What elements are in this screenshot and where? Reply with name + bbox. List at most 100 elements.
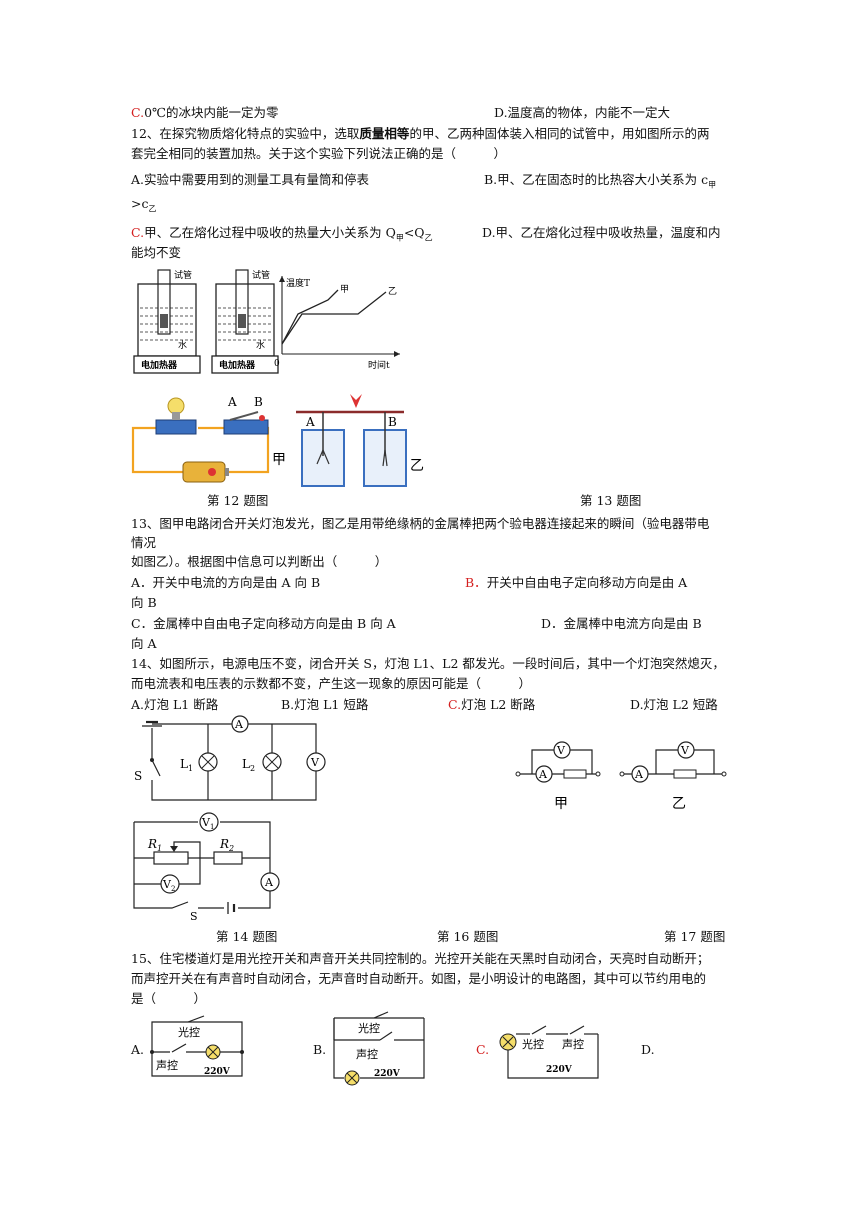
q12-stem-line2: 套完全相同的装置加热。关于这个实验下列说法正确的是（ ） [131,146,507,161]
lamp-l1-label: L1 [180,757,193,773]
switch-label-b: B [254,395,263,409]
voltmeter-v2-icon: V2 [160,874,180,894]
q11-option-c-text: 0℃的冰块内能一定为零 [144,105,279,120]
q11-option-d: D.温度高的物体，内能不一定大 [494,105,671,120]
q12-stem-part: 的甲、乙两种固体装入相同的试管中，用如图所示的两 [409,126,710,141]
q12-stem-part: 12、在探究物质熔化特点的实验中，选取 [131,126,360,141]
q15-circuit-a: 光控 声控 220V [150,1015,244,1077]
beaker-2-heater-label: 电加热器 [219,359,256,371]
ammeter-label: A [234,718,244,731]
electroscopes: A B [296,394,407,487]
caption-fig16: 第 16 题图 [437,929,499,944]
q15-a-sound-label: 声控 [156,1058,178,1072]
q15-circuit-c: 光控 声控 220V [499,1025,599,1079]
q14-circuit-wires [151,723,317,801]
q15-c-voltage: 220V [546,1065,573,1075]
q12-option-b-cont: >c乙 [131,196,156,218]
q12-option-b-text: B.甲、乙在固态时的比热容大小关系为 c [484,172,709,187]
q13-option-b: B．开关中自由电子定向移动方向是由 A [465,575,687,591]
graph-y-label: 温度T [286,277,310,289]
beaker-1-heater-label: 电加热器 [141,359,178,371]
slider-arrow-icon [170,846,178,852]
q14-option-b: B.灯泡 L1 短路 [281,697,369,712]
q13-option-b-text: 开关中自由电子定向移动方向是由 A [486,575,688,590]
q14-stem-line2: 而电流表和电压表的示数都不变，产生这一现象的原因可能是（ ） [131,676,532,691]
q17-jia-ammeter: A [538,768,548,781]
r1-sub: 1 [157,844,162,853]
figure-label-yi: 乙 [410,458,424,474]
q12-option-c-text: 甲、乙在熔化过程中吸收的热量大小关系为 Q [144,225,396,240]
q17-circuit-jia: V A 甲 [515,741,601,812]
q17-circuit-yi: V A 乙 [619,741,727,812]
q12-stem-emphasis: 质量相等 [359,126,410,141]
v1-letter: V [201,816,211,829]
q13-stem-line2: 情况 [131,535,157,550]
q11-option-c: C.0℃的冰块内能一定为零 [131,105,279,121]
q14-option-d: D.灯泡 L2 短路 [630,697,718,712]
resistor-r2 [213,851,243,865]
lamp-l2-icon [262,752,282,772]
q12-figure-heaters: 试管 水 电加热器 试管 水 电加热器 温度T 时间t 0 甲 乙 [133,269,400,374]
lamp-l1-sub: 1 [188,764,193,773]
q17-label-yi: 乙 [672,796,686,812]
q12-option-b-cont-text: >c [131,196,149,211]
q15-option-d-label: D. [641,1042,655,1057]
lamp-l1-icon [198,752,218,772]
q12-option-d-cont: 能均不变 [131,245,182,260]
q17-yi-voltmeter: V [680,744,690,757]
q12-option-b-sub: 甲 [708,180,717,190]
r2-sub: 2 [228,844,234,853]
q13-option-a: A．开关中电流的方向是由 A 向 B [131,575,321,590]
lamp-l1-letter: L [180,757,188,771]
resistor-r1 [153,851,189,865]
q13-option-b-letter: B． [465,575,487,590]
q15-b-sound-label: 声控 [356,1047,378,1061]
q14-option-c-text: 灯泡 L2 断路 [461,697,536,712]
bulb-icon [155,397,197,435]
v2-sub: 2 [171,885,175,893]
q16-ammeter-label: A [264,876,274,889]
q12-option-b-cont-sub: 乙 [148,204,157,214]
q16-circuit-wires [133,821,271,909]
q17-label-jia: 甲 [554,796,568,812]
graph-x-label: 时间t [368,359,390,371]
q12-option-b: B.甲、乙在固态时的比热容大小关系为 c甲 [484,172,716,194]
q12-option-c-sub: 甲 [395,233,404,243]
q14-stem-line1: 14、如图所示，电源电压不变，闭合开关 S，灯泡 L1、L2 都发光。一段时间后… [131,656,725,671]
figure-label-jia: 甲 [272,452,286,468]
q15-b-voltage: 220V [374,1069,401,1079]
q15-option-c-label: C. [476,1042,490,1057]
q15-b-light-label: 光控 [358,1021,380,1035]
v2-label: V2 [162,878,175,893]
beaker-2-water-label: 水 [256,339,265,351]
q11-option-c-letter: C. [131,105,145,120]
graph-origin-label: 0 [274,359,280,369]
beaker-1: 试管 水 电加热器 [133,269,201,374]
r2-label: R2 [219,837,234,853]
q15-option-a-label: A. [131,1042,145,1057]
voltmeter-label: V [310,756,320,769]
ammeter-icon: A [260,872,280,892]
graph-line-jia [281,289,339,345]
q17-jia-voltmeter: V [556,744,566,757]
q15-stem-line3: 是（ ） [131,991,207,1006]
graph-line-yi [281,291,387,345]
r1-label: R1 [147,837,162,853]
q15-c-sound-label: 声控 [562,1037,584,1051]
q12-option-a: A.实验中需要用到的测量工具有量筒和停表 [131,172,370,187]
lamp-l2-sub: 2 [250,764,255,773]
q12-option-c-letter: C. [131,225,145,240]
q15-a-light-label: 光控 [178,1025,200,1039]
q14-option-c: C.灯泡 L2 断路 [448,697,535,713]
q13-stem-line1: 13、图甲电路闭合开关灯泡发光，图乙是用带绝缘柄的金属棒把两个验电器连接起来的瞬… [131,516,710,531]
q15-stem-line1: 15、住宅楼道灯是用光控开关和声音开关共同控制的。光控开关能在天黑时自动闭合，天… [131,951,710,966]
q15-c-light-label: 光控 [522,1037,544,1051]
caption-fig14: 第 14 题图 [216,929,278,944]
beaker-1-water-label: 水 [178,339,187,351]
caption-fig13: 第 13 题图 [580,493,642,508]
voltmeter-icon: V [306,752,326,772]
switch-icon: A B [223,395,269,435]
lamp-l2-label: L2 [242,757,255,773]
v2-letter: V [162,878,172,891]
temperature-time-graph: 温度T 时间t 0 甲 乙 [274,276,400,371]
